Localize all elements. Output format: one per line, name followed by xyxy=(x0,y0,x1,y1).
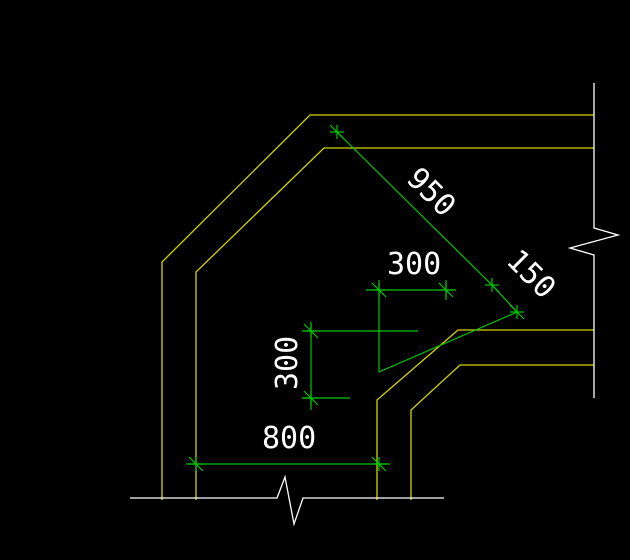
dimension-tick xyxy=(371,282,387,298)
diagonal-outer-wall-line xyxy=(410,364,594,500)
break-lines xyxy=(130,83,621,527)
dim-150-line xyxy=(378,311,518,373)
bottom-break-line xyxy=(130,474,444,527)
dimension-tick xyxy=(484,277,500,293)
right-break-line xyxy=(567,83,621,398)
dimension-tick xyxy=(188,456,204,472)
dim-300h-text: 300 xyxy=(387,247,441,282)
outer-wall-line xyxy=(161,114,594,500)
dimension-tick xyxy=(509,304,525,320)
dimension-tick xyxy=(438,282,454,298)
dim-800-text: 800 xyxy=(262,421,316,456)
dimension-tick xyxy=(329,124,345,140)
dim-150-text: 150 xyxy=(499,243,562,306)
dim-950-line xyxy=(336,131,493,286)
dimension-tick xyxy=(371,456,387,472)
dim-300v-text: 300 xyxy=(270,336,305,390)
inner-wall-line xyxy=(195,147,594,500)
dim-950-text: 950 xyxy=(399,161,462,224)
dimension-tick xyxy=(303,323,319,339)
dimension-ticks xyxy=(188,124,525,472)
dimension-tick xyxy=(303,390,319,406)
dimension-lines xyxy=(186,131,520,465)
diagonal-inner-wall-line xyxy=(376,329,594,500)
wall-outlines xyxy=(161,114,594,500)
